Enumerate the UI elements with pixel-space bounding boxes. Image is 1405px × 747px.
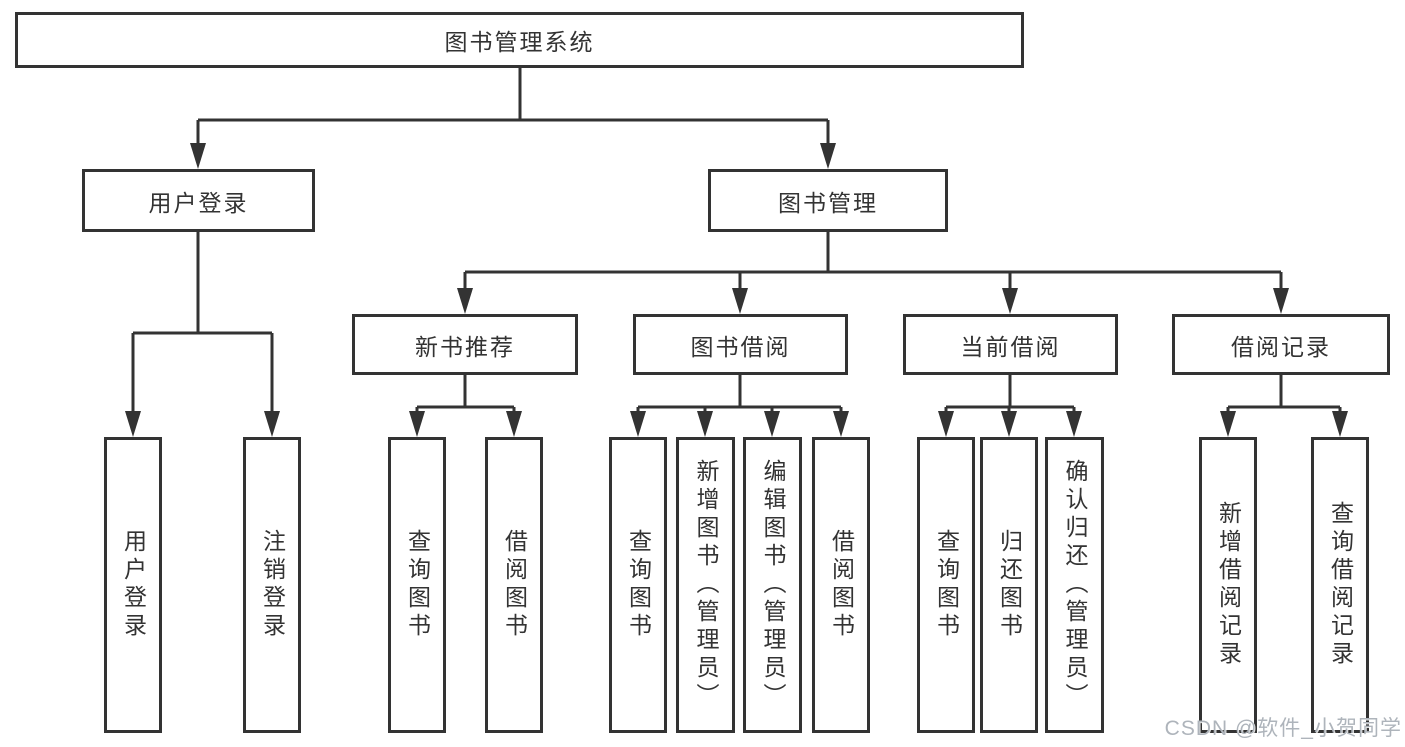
leaf-query-borrow-record: 查询借阅记录 xyxy=(1311,437,1369,733)
node-library-management-system: 图书管理系统 xyxy=(15,12,1024,68)
leaf-query-books-current: 查询图书 xyxy=(917,437,975,733)
node-book-borrowing: 图书借阅 xyxy=(633,314,848,375)
arrowheads xyxy=(125,143,1348,437)
leaf-user-login: 用户登录 xyxy=(104,437,162,733)
leaf-query-books-recommendation: 查询图书 xyxy=(388,437,446,733)
leaf-confirm-return-admin: 确认归还（管理员） xyxy=(1045,437,1104,733)
leaf-edit-books-admin: 编辑图书（管理员） xyxy=(743,437,802,733)
leaf-logout: 注销登录 xyxy=(243,437,301,733)
node-current-borrowing: 当前借阅 xyxy=(903,314,1118,375)
node-user-login: 用户登录 xyxy=(82,169,315,232)
node-borrowing-records: 借阅记录 xyxy=(1172,314,1390,375)
node-book-management: 图书管理 xyxy=(708,169,948,232)
leaf-add-borrow-record: 新增借阅记录 xyxy=(1199,437,1257,733)
node-new-book-recommendation: 新书推荐 xyxy=(352,314,578,375)
leaf-return-books: 归还图书 xyxy=(980,437,1038,733)
leaf-borrow-books-borrowing: 借阅图书 xyxy=(812,437,870,733)
leaf-query-books-borrowing: 查询图书 xyxy=(609,437,667,733)
csdn-watermark: CSDN @软件_小贺同学 xyxy=(1164,717,1402,740)
leaf-borrow-books-recommendation: 借阅图书 xyxy=(485,437,543,733)
leaf-add-books-admin: 新增图书（管理员） xyxy=(676,437,735,733)
